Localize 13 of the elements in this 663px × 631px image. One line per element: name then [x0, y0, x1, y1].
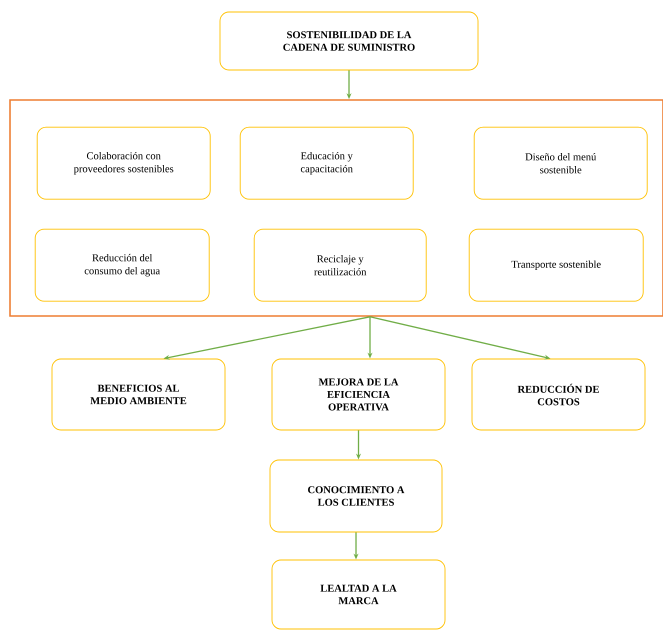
title-box: SOSTENIBILIDAD DE LA CADENA DE SUMINISTRO — [220, 12, 478, 70]
outcome-box: LEALTAD A LA MARCA — [272, 560, 446, 630]
process-box: Educación y capacitación — [240, 126, 414, 200]
outcome-box: CONOCIMIENTO A LOS CLIENTES — [270, 460, 442, 532]
outcome-box: MEJORA DE LA EFICIENCIA OPERATIVA — [272, 358, 446, 430]
process-box: Colaboración con proveedores sostenibles — [36, 126, 211, 200]
process-box: Transporte sostenible — [468, 228, 644, 302]
process-box: Diseño del menú sostenible — [474, 126, 648, 200]
outcome-box: REDUCCIÓN DE COSTOS — [472, 358, 646, 430]
outcome-box: BENEFICIOS AL MEDIO AMBIENTE — [52, 358, 226, 430]
group-frame — [9, 99, 663, 317]
process-box: Reciclaje y reutilización — [254, 228, 427, 302]
process-box: Reducción del consumo del agua — [34, 228, 210, 302]
